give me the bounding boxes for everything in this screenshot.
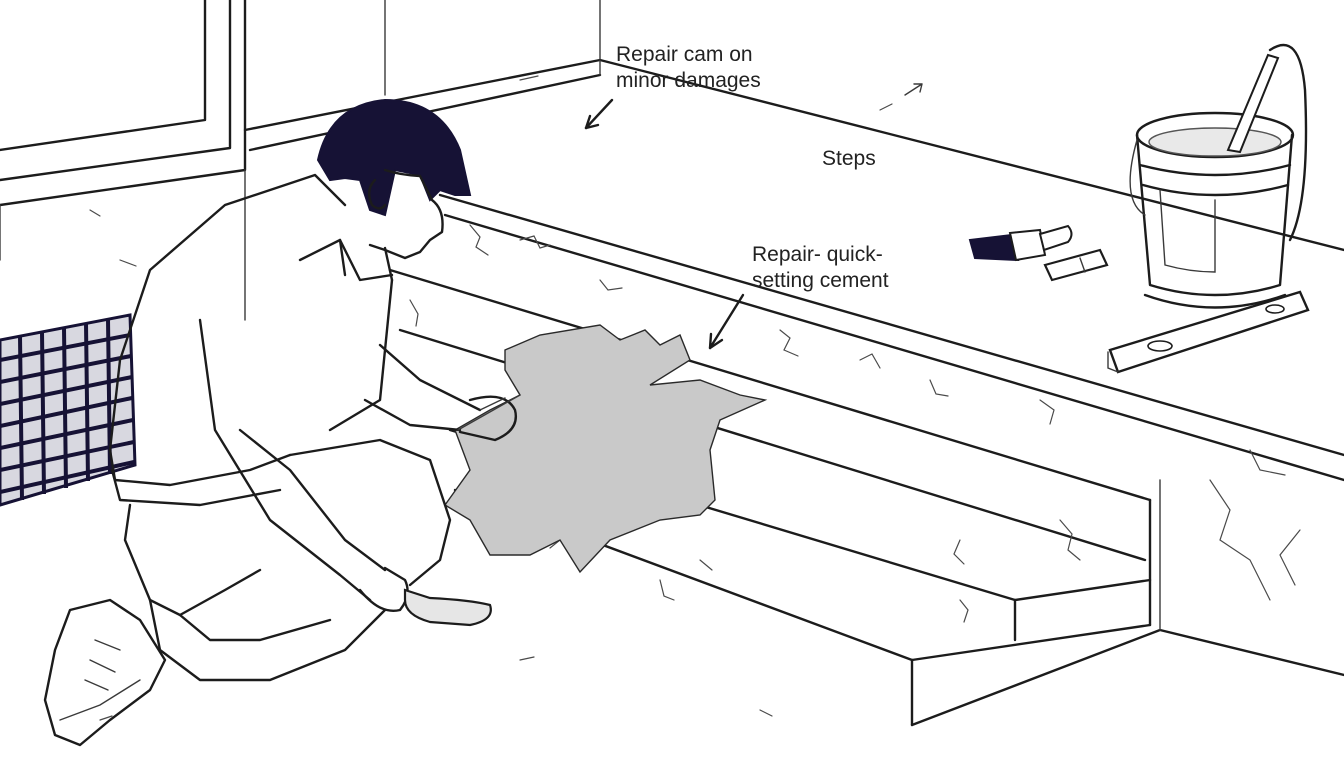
label-minor-damages: Repair cam on minor damages	[616, 42, 761, 94]
hair	[316, 98, 472, 217]
label-minor-line-1: Repair cam on	[616, 43, 753, 66]
label-minor-line-2: minor damages	[616, 69, 761, 92]
cement-patch	[443, 324, 768, 574]
worker-figure	[43, 98, 521, 747]
label-steps: Steps	[822, 147, 876, 170]
window-frame	[0, 0, 601, 207]
arrow-icon	[584, 98, 614, 130]
trowel-icon	[403, 588, 492, 627]
cement-block	[1043, 248, 1109, 282]
doormat-icon	[0, 313, 137, 507]
bucket-icon	[1129, 43, 1308, 309]
arrow-icon	[904, 83, 923, 96]
paint-brush-icon	[968, 224, 1073, 262]
label-cement-line-2: setting cement	[752, 269, 889, 292]
arrow-icon	[708, 293, 745, 350]
label-cement: Repair- quick- setting cement	[752, 242, 889, 294]
shoe	[43, 598, 167, 747]
concrete-cracks	[89, 75, 1301, 721]
level-icon	[1107, 290, 1310, 374]
label-cement-line-1: Repair- quick-	[752, 243, 883, 266]
